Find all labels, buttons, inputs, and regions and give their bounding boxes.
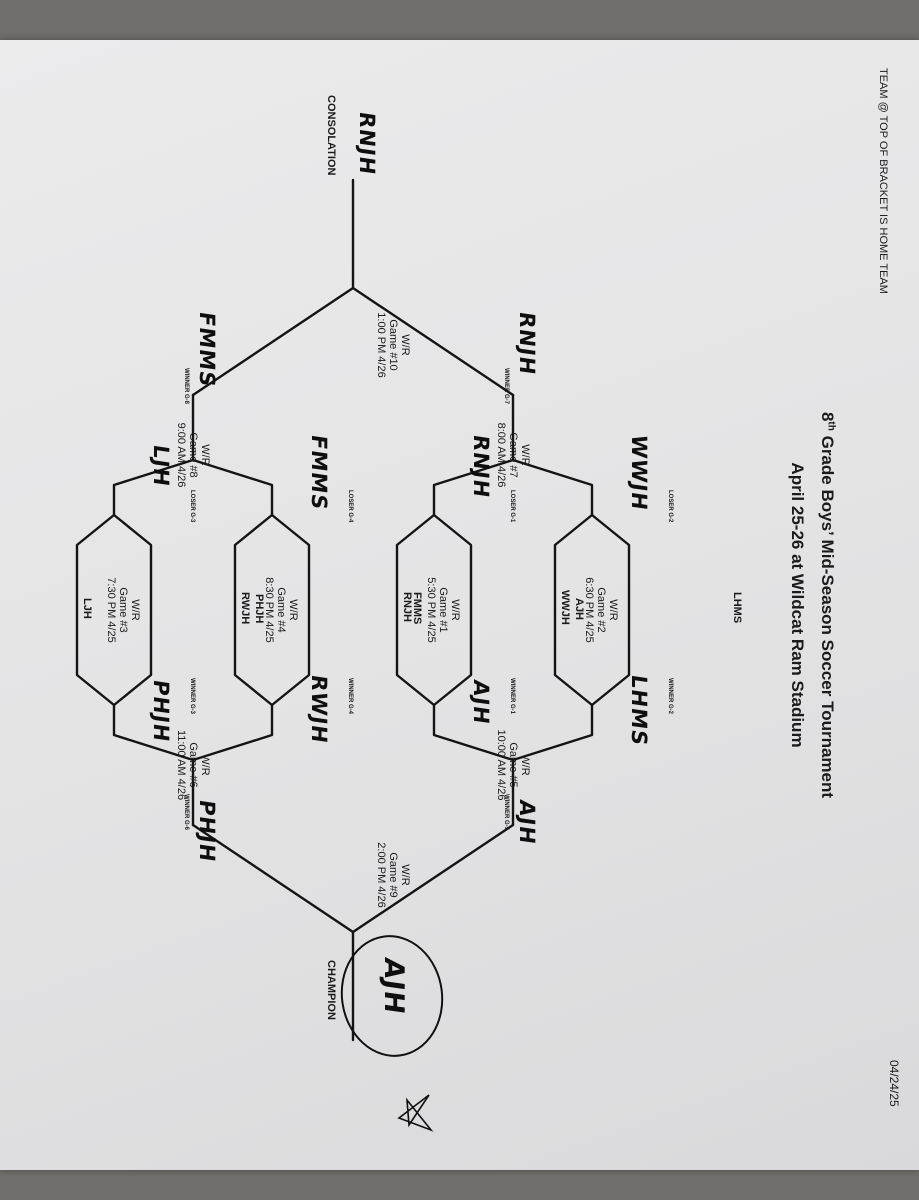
- tag-winner-g2: WINNER G-2: [667, 678, 673, 714]
- game-8-bracket: [112, 393, 274, 517]
- hw-phjh-semi: PHJH: [195, 798, 219, 865]
- page-subtitle: April 25-26 at Wildcat Ram Stadium: [788, 462, 807, 748]
- hw-rnjh: RNJH: [469, 433, 493, 500]
- hw-fmms: FMMS: [307, 433, 331, 512]
- hw-ajh: AJH: [469, 678, 493, 727]
- tag-winner-g6: WINNER G-6: [183, 794, 189, 830]
- game-10-bracket: [191, 178, 515, 397]
- hw-ljh: LJH: [149, 443, 173, 489]
- game-9-bracket: [191, 823, 515, 1042]
- consolation-label: CONSOLATION: [325, 95, 337, 176]
- game-7-bracket: [432, 393, 594, 517]
- tag-loser-g2: LOSER G-2: [667, 490, 673, 523]
- tag-winner-g3: WINNER G-3: [189, 678, 195, 714]
- page-title: 8th Grade Boys’ Mid-Season Soccer Tourna…: [818, 411, 837, 799]
- hw-lhms: LHMS: [627, 673, 651, 748]
- team-wwjh: WWJH: [559, 590, 571, 625]
- team-ljh: LJH: [81, 598, 93, 619]
- bracket-lines: [75, 178, 631, 1132]
- bracket-sheet: 8th Grade Boys’ Mid-Season Soccer Tourna…: [0, 40, 919, 1170]
- hw-consolation: RNJH: [355, 110, 379, 177]
- paper-sheet: 8th Grade Boys’ Mid-Season Soccer Tourna…: [0, 40, 919, 1170]
- tag-winner-g7: WINNER G-7: [503, 368, 509, 404]
- hw-rnjh-w7: RNJH: [515, 310, 539, 377]
- star-doodle: [397, 1094, 434, 1132]
- hw-rwjh: RWJH: [307, 673, 331, 746]
- champion-circle: [340, 935, 444, 1057]
- tag-loser-g1: LOSER G-1: [509, 490, 515, 523]
- tag-loser-g3: LOSER G-3: [189, 490, 195, 523]
- home-team-note: TEAM @ TOP OF BRACKET IS HOME TEAM: [877, 68, 889, 294]
- date-stamp: 04/24/25: [887, 1060, 901, 1107]
- tag-winner-g5: WINNER G-5: [503, 794, 509, 830]
- team-fmms: FMMS: [411, 592, 423, 625]
- game-5-bracket: [432, 703, 594, 827]
- hw-phjh: PHJH: [149, 678, 173, 745]
- game-6-bracket: [112, 703, 274, 827]
- hw-fmms-w8: FMMS: [195, 310, 219, 389]
- hw-ajh-semi: AJH: [515, 798, 539, 847]
- team-lhms: LHMS: [731, 592, 743, 624]
- tag-loser-g4: LOSER G-4: [347, 490, 353, 523]
- hw-champion: AJH: [378, 955, 409, 1017]
- team-rwjh: RWJH: [239, 592, 251, 625]
- tag-winner-g4: WINNER G-4: [347, 678, 353, 714]
- tag-winner-g8: WINNER G-8: [183, 368, 189, 404]
- tag-winner-g1: WINNER G-1: [509, 678, 515, 714]
- hw-wwjh: WWJH: [627, 433, 651, 513]
- champion-label: CHAMPION: [325, 960, 337, 1020]
